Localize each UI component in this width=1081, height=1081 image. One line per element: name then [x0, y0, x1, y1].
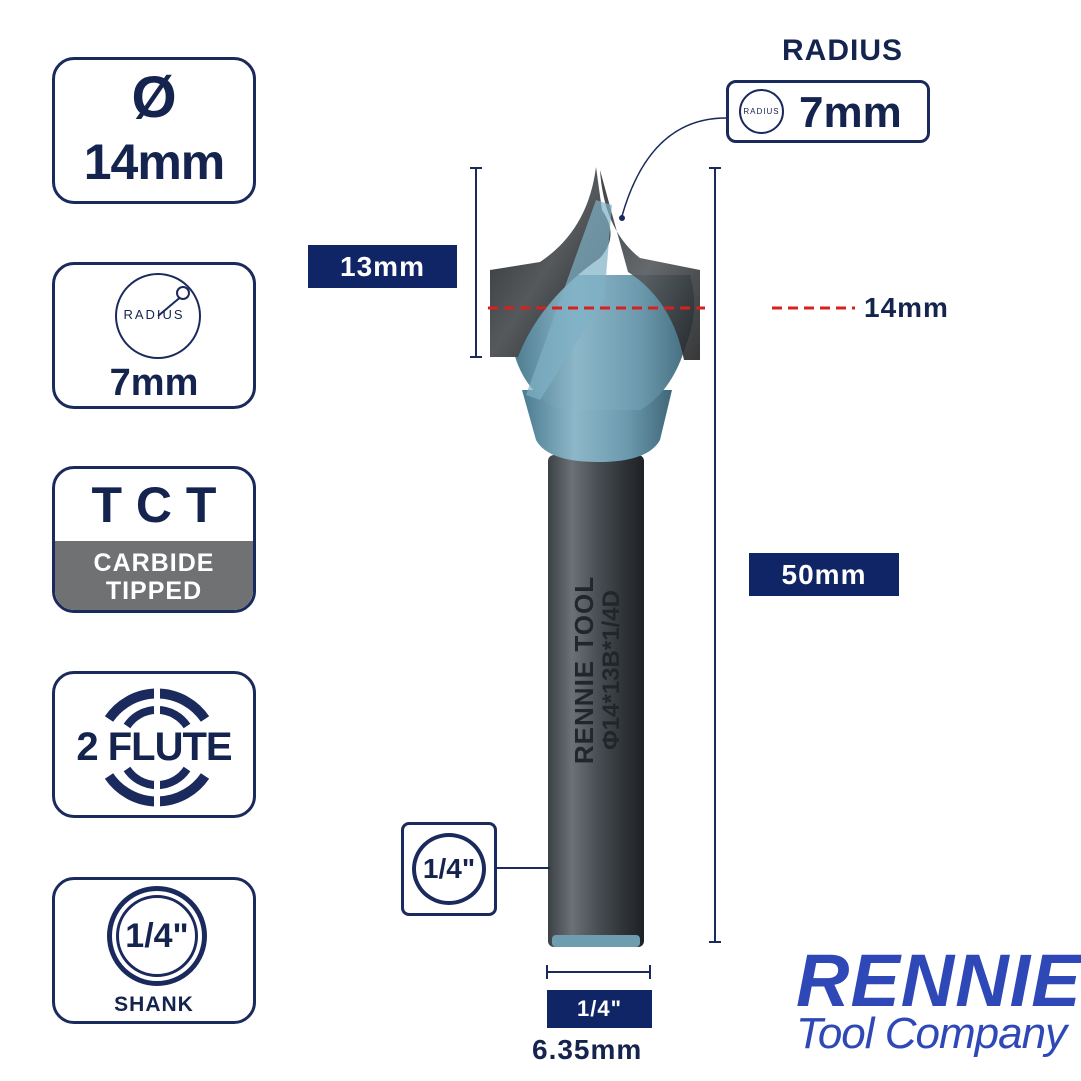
radius-callout-icon: RADIUS: [739, 89, 784, 134]
radius-callout-box: RADIUS 7mm: [726, 80, 930, 143]
shank-width-label: 1/4": [547, 990, 652, 1028]
bit-engraving: RENNIE TOOL Φ14*13B*1/4D: [569, 575, 626, 765]
tct-title: T C T: [91, 477, 217, 533]
tct-card: T C T CARBIDE TIPPED: [52, 466, 256, 613]
engraving-line1: RENNIE TOOL: [569, 575, 599, 765]
bit-shank: [548, 455, 644, 947]
shank-badge-value: 1/4": [422, 853, 476, 884]
radius-heading: RADIUS: [782, 34, 904, 67]
diameter-value: 14mm: [83, 134, 226, 190]
shank-badge-circle: 1/4": [412, 833, 486, 905]
diameter-card: Ø 14mm: [52, 57, 256, 204]
brand-logo-name: RENNIE: [796, 939, 1081, 1022]
cut-height-label: 13mm: [308, 245, 457, 288]
cut-diameter-label: 14mm: [864, 292, 949, 323]
flute-label: 2 FLUTE: [76, 725, 232, 769]
shank-circle-inner: 1/4": [116, 895, 198, 977]
flute-card: 2 FLUTE: [52, 671, 256, 818]
radius-value: 7mm: [109, 362, 199, 404]
radius-callout-icon-label: RADIUS: [743, 107, 780, 116]
carbide-line: CARBIDE: [93, 549, 215, 577]
shank-card-label: SHANK: [114, 993, 194, 1016]
shank-card-value: 1/4": [125, 916, 189, 955]
tipped-line: TIPPED: [105, 577, 203, 605]
overall-length-label: 50mm: [749, 553, 899, 596]
shank-card: 1/4" SHANK: [52, 877, 256, 1024]
radius-callout-value: 7mm: [799, 88, 902, 137]
shank-circle-icon: 1/4": [107, 886, 207, 986]
engraving-line2: Φ14*13B*1/4D: [598, 590, 625, 750]
carbide-band: [55, 541, 253, 610]
radius-card: RADIUS 7mm: [52, 262, 256, 409]
diameter-icon: Ø: [131, 65, 177, 130]
flute-target-icon: [104, 678, 210, 815]
radius-icon-label: RADIUS: [123, 307, 185, 322]
radius-icon: [115, 273, 201, 359]
shank-metric-label: 6.35mm: [532, 1034, 643, 1065]
shank-badge: 1/4": [401, 822, 497, 916]
brand-logo-subtitle: Tool Company: [796, 1009, 1067, 1058]
